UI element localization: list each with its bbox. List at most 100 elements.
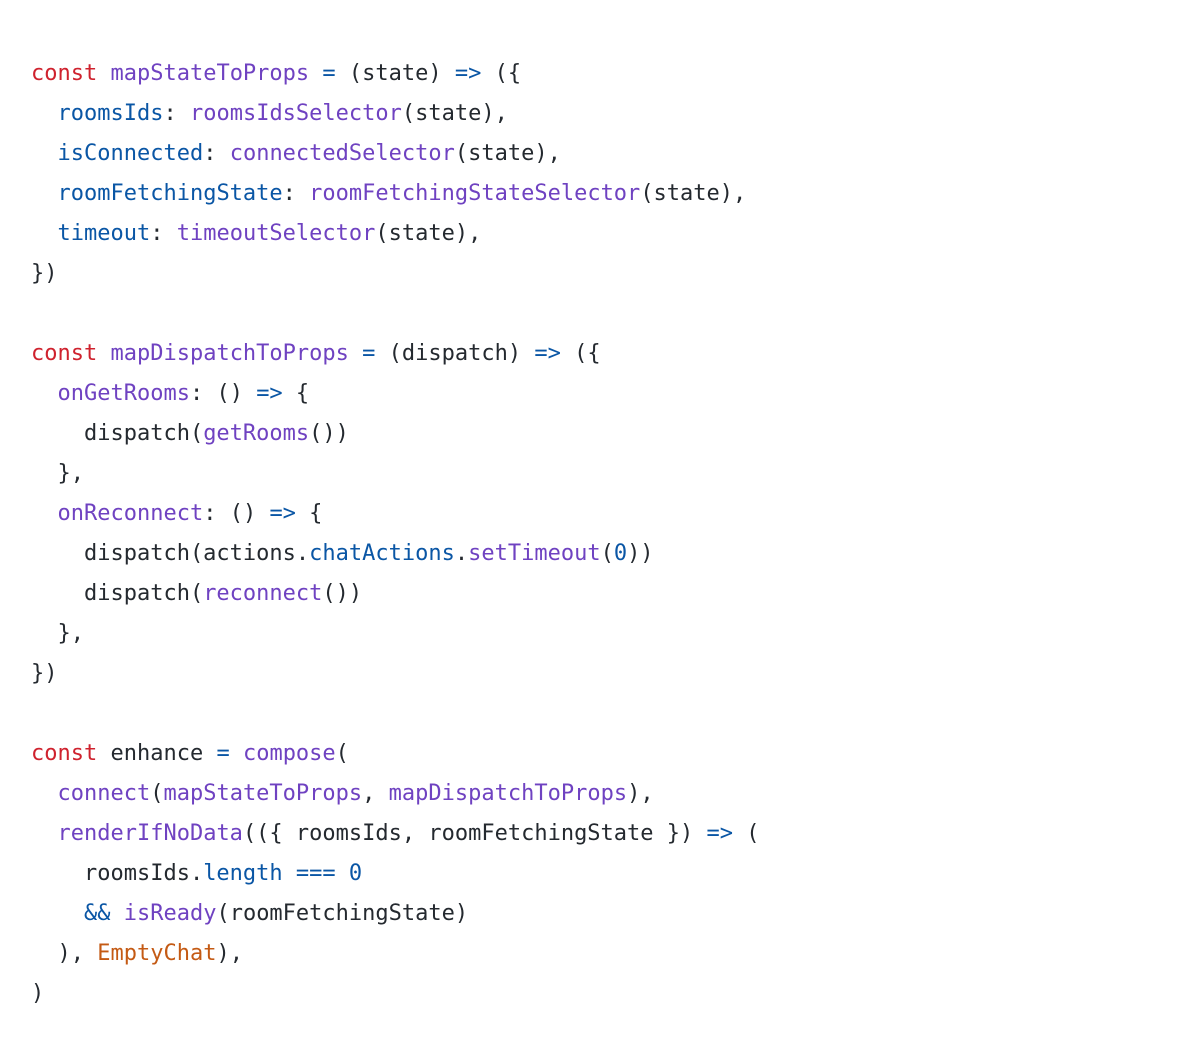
code-token: (dispatch) [375,341,535,366]
code-token [31,381,58,406]
code-line: dispatch(reconnect()) [31,574,760,614]
code-line: onReconnect: () => { [31,494,760,534]
code-token: 0 [613,541,628,566]
code-token: setTimeout [468,541,601,566]
code-token [31,501,58,526]
code-token: mapStateToProps [163,781,363,806]
code-line: dispatch(actions.chatActions.setTimeout(… [31,534,760,574]
code-line: const mapDispatchToProps = (dispatch) =>… [31,334,760,374]
code-token: roomFetchingStateSelector [309,181,641,206]
code-token: (({ roomsIds, roomFetchingState }) [242,821,707,846]
code-token [31,181,58,206]
code-token: roomsIds. [31,861,204,886]
code-token: = [362,341,376,366]
code-block: const mapStateToProps = (state) => ({ ro… [31,54,760,1014]
code-token [31,221,58,246]
code-token: )) [627,541,654,566]
code-token: mapDispatchToProps [388,781,628,806]
code-line: }) [31,254,760,294]
code-token: connectedSelector [229,141,455,166]
code-token: ({ [560,341,601,366]
code-token: dispatch( [31,421,204,446]
code-line: && isReady(roomFetchingState) [31,894,760,934]
code-token: = [322,61,336,86]
code-token: , [362,781,389,806]
code-line: timeout: timeoutSelector(state), [31,214,760,254]
code-token: compose [242,741,336,766]
code-token: ({ [481,61,522,86]
code-token: => [534,341,561,366]
code-token: : [203,141,230,166]
code-line: ), EmptyChat), [31,934,760,974]
code-token: 0 [348,861,363,886]
code-token: }) [31,661,58,686]
code-token: ( [600,541,614,566]
code-token: (state), [375,221,482,246]
code-token: (state), [401,101,508,126]
code-token: }, [31,621,84,646]
code-token: isConnected [57,141,204,166]
code-line: renderIfNoData(({ roomsIds, roomFetching… [31,814,760,854]
code-token: connect [57,781,151,806]
code-line: ) [31,974,760,1014]
code-token: const [31,341,98,366]
code-token: (state) [335,61,455,86]
code-token [336,861,349,886]
code-token: => [706,821,734,846]
code-token: length [203,861,283,886]
code-token: ), [31,941,98,966]
code-token: (state), [454,141,561,166]
code-token: reconnect [203,581,323,606]
code-token: = [216,741,230,766]
code-line: dispatch(getRooms()) [31,414,760,454]
code-token: mapStateToProps [110,61,310,86]
code-token [349,341,362,366]
code-token: : () [203,501,270,526]
code-token: getRooms [203,421,310,446]
code-token: : () [189,381,257,406]
code-token: ) [31,981,45,1006]
code-token [97,61,110,86]
code-token: => [269,501,296,526]
code-token: ()) [309,421,349,446]
code-token: (state), [640,181,747,206]
code-token: ( [733,821,760,846]
code-token: roomsIds [57,101,164,126]
code-token: roomFetchingState [57,181,283,206]
code-token: onGetRooms [57,381,190,406]
code-line: roomFetchingState: roomFetchingStateSele… [31,174,760,214]
code-line: }) [31,654,760,694]
code-token: : [163,101,190,126]
code-token: . [454,541,469,566]
code-line: isConnected: connectedSelector(state), [31,134,760,174]
code-token: EmptyChat [97,941,217,966]
code-token: ), [216,941,243,966]
code-line: const enhance = compose( [31,734,760,774]
code-token: (roomFetchingState) [216,901,469,926]
code-token: const [31,61,98,86]
code-token: === [295,861,336,886]
code-token: enhance [97,741,217,766]
code-token: onReconnect [57,501,204,526]
code-token [110,901,123,926]
code-token: : [150,221,177,246]
code-token: chatActions [309,541,455,566]
code-line [31,294,760,334]
code-token: { [295,501,323,526]
code-line: onGetRooms: () => { [31,374,760,414]
code-token: { [282,381,310,406]
code-token: && [83,901,111,926]
code-token [31,141,58,166]
code-token: timeout [57,221,151,246]
code-token [283,861,296,886]
code-token: renderIfNoData [57,821,243,846]
code-token [97,341,110,366]
code-line [31,694,760,734]
code-token [31,101,58,126]
code-token: }, [31,461,84,486]
code-token: const [31,741,98,766]
code-token: roomsIdsSelector [189,101,402,126]
code-token: ()) [322,581,363,606]
code-token: timeoutSelector [176,221,376,246]
code-line: roomsIds.length === 0 [31,854,760,894]
